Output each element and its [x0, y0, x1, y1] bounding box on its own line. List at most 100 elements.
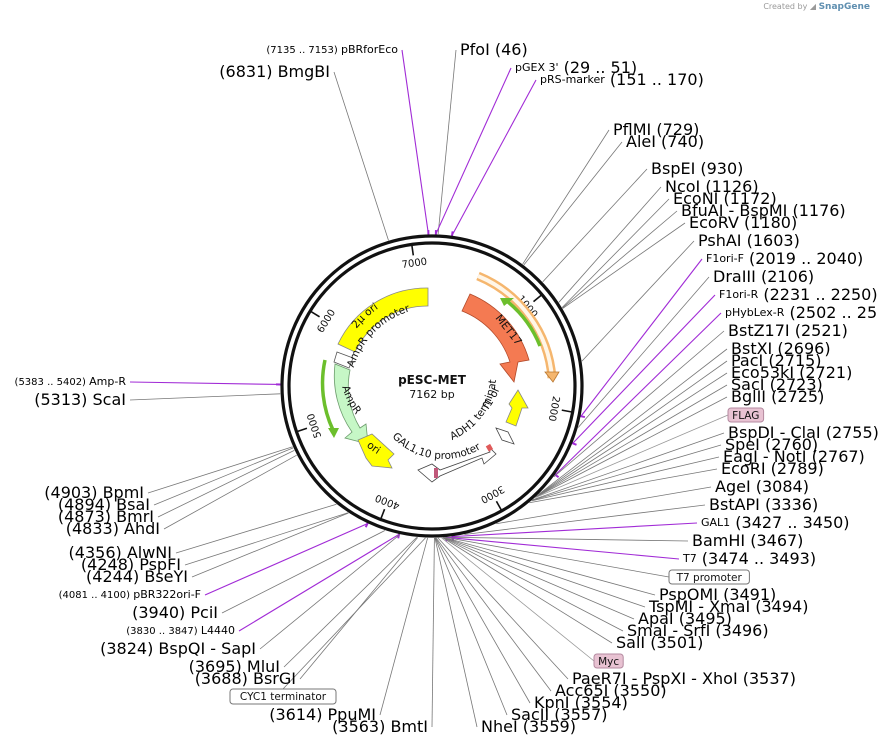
right-label-flag[interactable]: FLAG: [727, 407, 765, 423]
leader-line: [443, 537, 624, 632]
right-label-bstxi[interactable]: BstXI (2696): [731, 339, 831, 358]
leader-line: [238, 533, 400, 632]
right-label-pfoi[interactable]: PfoI (46): [460, 40, 528, 59]
leader-line: [129, 393, 281, 401]
right-label-ncoi[interactable]: NcoI (1126): [665, 177, 759, 196]
right-label-agei[interactable]: AgeI (3084): [715, 477, 809, 496]
right-label-myc[interactable]: Myc: [593, 653, 624, 669]
left-green-arrowhead: [328, 428, 339, 438]
right-label-phyblex-r[interactable]: pHybLex-R (2502 .. 2526): [725, 303, 878, 322]
left-label-bmgbi[interactable]: (6831) BmgBI: [219, 62, 330, 81]
leader-line: [535, 372, 728, 498]
left-label-bseyi[interactable]: (4244) BseYI: [86, 567, 188, 586]
right-label-paci[interactable]: PacI (2715): [731, 351, 822, 370]
right-label-pgex-3[interactable]: pGEX 3' (29 .. 51): [515, 58, 637, 77]
svg-text:(5313) ScaI: (5313) ScaI: [34, 390, 126, 409]
right-label-eagi[interactable]: EagI - NotI (2767): [723, 447, 865, 466]
right-label-f1ori-f[interactable]: F1ori-F (2019 .. 2040): [706, 249, 863, 268]
left-label-alwni[interactable]: (4356) AlwNI: [69, 543, 172, 562]
right-label-bspei[interactable]: BspEI (930): [651, 159, 743, 178]
right-label-t7[interactable]: T7 (3474 .. 3493): [682, 549, 816, 568]
left-label-bmri[interactable]: (4873) BmrI: [58, 507, 154, 526]
left-label-l4440[interactable]: (3830 .. 3847) L4440: [126, 624, 235, 637]
left-label-ppumi[interactable]: (3614) PpuMI: [269, 705, 376, 724]
right-label-ecorv[interactable]: EcoRV (1180): [689, 213, 797, 232]
left-label-bpmi[interactable]: (4903) BpmI: [44, 483, 144, 502]
svg-text:BglII (2725): BglII (2725): [731, 387, 824, 406]
right-label-draiii[interactable]: DraIII (2106): [713, 267, 814, 286]
right-label-paer7i[interactable]: PaeR7I - PspXI - XhoI (3537): [572, 669, 796, 688]
right-label-bspdi[interactable]: BspDI - ClaI (2755): [728, 423, 878, 442]
leader-line: [535, 384, 728, 498]
right-label-bglii[interactable]: BglII (2725): [731, 387, 824, 406]
leader-line: [435, 537, 552, 692]
right-label-gal1[interactable]: GAL1 (3427 .. 3450): [701, 513, 850, 532]
ori-feature[interactable]: [357, 433, 395, 469]
2u-ori-feature[interactable]: [337, 287, 429, 353]
leader-line: [562, 210, 678, 309]
right-label-f1ori-r[interactable]: F1ori-R (2231 .. 2250): [719, 285, 878, 304]
left-label-mlui[interactable]: (3695) MluI: [189, 657, 280, 676]
right-label-acc65i[interactable]: Acc65I (3550): [555, 681, 667, 700]
right-label-smai[interactable]: SmaI - SrfI (3496): [627, 621, 769, 640]
right-label-alei[interactable]: AleI (740): [626, 132, 704, 151]
svg-text:Myc: Myc: [598, 656, 619, 668]
right-label-bstz17i[interactable]: BstZ17I (2521): [728, 321, 848, 340]
left-label-bsrgi[interactable]: (3688) BsrGI: [195, 669, 296, 688]
ampr-feature[interactable]: [333, 363, 369, 445]
right-label-apai[interactable]: ApaI (3495): [638, 609, 732, 628]
left-label-bspqi[interactable]: (3824) BspQI - SapI: [100, 639, 256, 658]
right-label-bstapi[interactable]: BstAPI (3336): [709, 495, 818, 514]
leader-line: [452, 522, 698, 538]
left-label-bmti[interactable]: (3563) BmtI: [332, 717, 428, 736]
left-label-pspfi[interactable]: (4248) PspFI: [81, 555, 181, 574]
right-label-pflmi[interactable]: PflMI (729): [613, 120, 699, 139]
leader-line: [157, 450, 295, 518]
right-label-pshai[interactable]: PshAI (1603): [698, 231, 800, 250]
left-label-ahdi[interactable]: (4833) AhdI: [66, 519, 160, 538]
leader-line: [536, 360, 728, 497]
leader-line: [191, 512, 349, 578]
right-label-t7-promoter[interactable]: T7 promoter: [668, 569, 750, 585]
left-label-pcii[interactable]: (3940) PciI: [132, 603, 218, 622]
leader-line: [529, 468, 718, 504]
left-label-scai[interactable]: (5313) ScaI: [34, 390, 126, 409]
right-label-bfuai[interactable]: BfuAI - BspMI (1176): [681, 201, 846, 220]
right-label-spei[interactable]: SpeI (2760): [725, 435, 818, 454]
left-label-pbrforeco[interactable]: (7135 .. 7153) pBRforEco: [266, 43, 398, 56]
left-label-amp-r[interactable]: (5383 .. 5402) Amp-R: [15, 375, 127, 388]
right-label-saci[interactable]: SacI (2723): [731, 375, 823, 394]
svg-text:(4833) AhdI: (4833) AhdI: [66, 519, 160, 538]
left-label-cyc1-terminator[interactable]: CYC1 terminator: [229, 688, 337, 705]
flag-mark: [485, 443, 494, 452]
ring-tick-label: 4000: [374, 492, 402, 511]
right-label-prs-marker[interactable]: pRS-marker (151 .. 170): [540, 70, 704, 89]
right-label-eco53ki[interactable]: Eco53kI (2721): [731, 363, 852, 382]
right-label-bamhi[interactable]: BamHI (3467): [692, 531, 803, 550]
ring-tick: [532, 293, 543, 303]
right-label-sali[interactable]: SalI (3501): [616, 633, 703, 652]
primer-mark: [450, 231, 454, 237]
adh1-terminator-feature[interactable]: [495, 427, 515, 445]
svg-text:DraIII (2106): DraIII (2106): [713, 267, 814, 286]
site-labels: (7135 .. 7153) pBRforEco (6831) BmgBI (538…: [15, 40, 878, 736]
svg-text:PspOMI (3491): PspOMI (3491): [659, 585, 776, 604]
right-label-pspomi[interactable]: PspOMI (3491): [659, 585, 776, 604]
left-label-pbr322ori-f[interactable]: (4081 .. 4100) pBR322ori-F: [59, 588, 201, 601]
leader-line: [437, 537, 569, 680]
svg-text:SacI (2723): SacI (2723): [731, 375, 823, 394]
svg-text:(4248) PspFI: (4248) PspFI: [81, 555, 181, 574]
right-label-kpni[interactable]: KpnI (3554): [534, 693, 628, 712]
right-label-tspmi[interactable]: TspMI - XmaI (3494): [648, 597, 808, 616]
met17-feature[interactable]: [461, 293, 530, 383]
left-label-bsai[interactable]: (4894) BsaI: [58, 495, 150, 514]
f1-ori-feature[interactable]: [505, 389, 529, 427]
leader-line: [558, 186, 662, 303]
right-label-econi[interactable]: EcoNI (1172): [673, 189, 777, 208]
svg-text:(4894) BsaI: (4894) BsaI: [58, 495, 150, 514]
right-label-sacii[interactable]: SacII (3557): [511, 705, 608, 724]
right-label-nhei[interactable]: NheI (3559): [481, 717, 576, 736]
ampr-promoter-feature[interactable]: [333, 351, 354, 369]
right-label-ecori[interactable]: EcoRI (2789): [721, 459, 824, 478]
svg-text:pGEX 3' (29 .. 51): pGEX 3' (29 .. 51): [515, 58, 637, 77]
